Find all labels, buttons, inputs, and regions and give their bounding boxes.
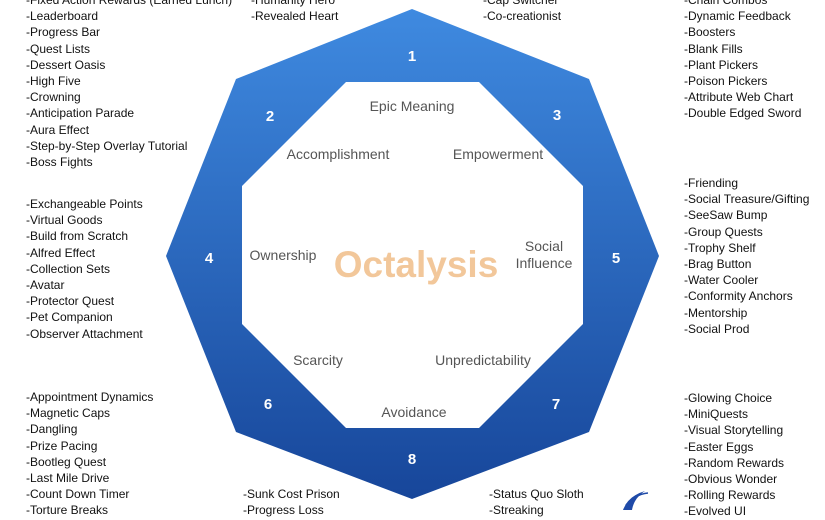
list-item: -Aura Effect	[26, 122, 90, 137]
drive-number-4: 4	[205, 250, 214, 267]
list-item: -Evolved UI	[684, 504, 747, 519]
list-item: -Bootleg Quest	[26, 454, 107, 469]
list-item: -Social Treasure/Gifting	[684, 192, 810, 207]
list-item: -Last Mile Drive	[26, 471, 110, 486]
drive-number-7: 7	[552, 396, 560, 413]
list-top-right: -Chain Combos-Dynamic Feedback-Boosters-…	[684, 0, 801, 122]
list-item: -Exchangeable Points	[26, 197, 143, 211]
list-item: -Dynamic Feedback	[684, 9, 791, 24]
list-item: -Conformity Anchors	[684, 289, 793, 304]
list-item: -Rolling Rewards	[684, 488, 776, 503]
list-bottom-left: -Appointment Dynamics -Magnetic Caps-Dang…	[26, 389, 153, 519]
list-bottom-center-left: -Sunk Cost Prison -Progress Loss	[243, 486, 340, 518]
logo-mark	[623, 491, 649, 510]
list-item: -Sunk Cost Prison	[243, 487, 340, 501]
list-item: -Social Prod	[684, 321, 750, 336]
drive-label-unpredictability: Unpredictability	[435, 352, 531, 368]
list-item: -Alfred Effect	[26, 245, 96, 260]
list-item: -Cap Switcher	[483, 0, 559, 7]
list-item: -Step-by-Step Overlay Tutorial	[26, 138, 188, 153]
list-item: -Group Quests	[684, 224, 763, 239]
list-item: -High Five	[26, 74, 81, 89]
drive-label-epic-meaning: Epic Meaning	[370, 98, 455, 114]
list-item: -Appointment Dynamics	[26, 390, 154, 404]
list-item: -Prize Pacing	[26, 438, 98, 453]
list-item: -Trophy Shelf	[684, 240, 756, 255]
list-item: -Revealed Heart	[251, 9, 339, 24]
list-item: -Boosters	[684, 25, 736, 40]
list-item: -Mentorship	[684, 305, 748, 320]
list-item: -Magnetic Caps	[26, 406, 111, 421]
drive-label-avoidance: Avoidance	[381, 404, 446, 420]
list-item: -Water Cooler	[684, 273, 759, 288]
list-top-left: -Fixed Action Rewards (Earned Lunch) -Lea…	[26, 0, 232, 170]
list-item: -Build from Scratch	[26, 229, 129, 244]
list-item: -Virtual Goods	[26, 213, 103, 228]
list-middle-left: -Exchangeable Points -Virtual Goods-Build…	[26, 196, 143, 342]
list-item: -Crowning	[26, 90, 81, 105]
list-item: -Random Rewards	[684, 455, 785, 470]
list-item: -Progress Loss	[243, 503, 324, 518]
drive-label-ownership: Ownership	[250, 247, 317, 263]
list-item: -Visual Storytelling	[684, 423, 784, 438]
list-item: -Chain Combos	[684, 0, 768, 7]
list-item: -Obvious Wonder	[684, 472, 778, 487]
list-item: -Observer Attachment	[26, 326, 143, 341]
list-item: -Dangling	[26, 422, 78, 437]
list-item: -Pet Companion	[26, 310, 113, 325]
drive-number-8: 8	[408, 451, 416, 468]
list-item: -Co-creationist	[483, 9, 562, 24]
list-item: -Protector Quest	[26, 294, 115, 309]
list-item: -Anticipation Parade	[26, 106, 135, 121]
drive-label-empowerment: Empowerment	[453, 146, 543, 162]
list-item: -Glowing Choice	[684, 391, 773, 405]
list-item: -Brag Button	[684, 257, 752, 272]
drive-number-5: 5	[612, 250, 620, 267]
inner-octagon	[242, 82, 583, 428]
drive-label-influence: Influence	[516, 255, 573, 271]
drive-number-6: 6	[264, 396, 272, 413]
list-bottom-right: -Glowing Choice -MiniQuests-Visual Storyt…	[684, 390, 784, 520]
octalysis-title: Octalysis	[334, 244, 499, 285]
list-item: -Fixed Action Rewards (Earned Lunch)	[26, 0, 233, 7]
list-item: -Streaking	[489, 503, 544, 518]
list-bottom-center-right: -Status Quo Sloth -Streaking	[489, 486, 584, 518]
list-item: -Status Quo Sloth	[489, 487, 584, 501]
list-item: -Progress Bar	[26, 25, 101, 40]
list-item: -SeeSaw Bump	[684, 208, 768, 223]
list-item: -Double Edged Sword	[684, 106, 802, 121]
list-item: -Leaderboard	[26, 9, 99, 24]
list-item: -MiniQuests	[684, 407, 749, 422]
list-item: -Humanity Hero	[251, 0, 336, 7]
list-item: -Poison Pickers	[684, 74, 768, 89]
list-top-center-right: -Cap Switcher -Co-creationist	[483, 0, 561, 24]
list-item: -Avatar	[26, 278, 65, 293]
list-item: -Blank Fills	[684, 41, 743, 56]
list-item: -Dessert Oasis	[26, 57, 106, 72]
list-item: -Quest Lists	[26, 41, 91, 56]
drive-number-3: 3	[553, 107, 561, 124]
list-middle-right: -Friending -Social Treasure/Gifting-SeeSa…	[684, 175, 809, 337]
drive-label-accomplishment: Accomplishment	[287, 146, 390, 162]
list-item: -Torture Breaks	[26, 503, 109, 518]
list-item: -Boss Fights	[26, 155, 93, 170]
list-item: -Count Down Timer	[26, 487, 130, 502]
drive-label-social: Social	[525, 238, 563, 254]
drive-number-2: 2	[266, 108, 274, 125]
drive-label-scarcity: Scarcity	[293, 352, 343, 368]
list-item: -Attribute Web Chart	[684, 90, 794, 105]
list-item: -Friending	[684, 176, 739, 190]
drive-number-1: 1	[408, 48, 416, 65]
list-item: -Easter Eggs	[684, 439, 754, 454]
list-item: -Plant Pickers	[684, 57, 759, 72]
list-top-center-left: -Humanity Hero -Revealed Heart	[251, 0, 338, 24]
list-item: -Collection Sets	[26, 261, 111, 276]
